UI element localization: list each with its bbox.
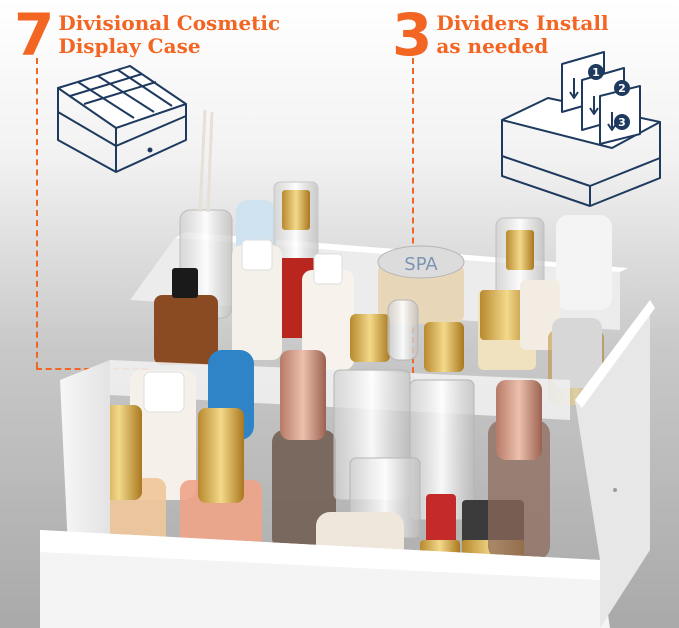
spa-jar-label: SPA <box>404 254 438 275</box>
feature-callout-divisional: 7 Divisional Cosmetic Display Case <box>14 6 280 64</box>
leader-line <box>412 58 414 403</box>
leader-line <box>36 58 38 368</box>
feature-text: Dividers Install as needed <box>436 12 608 58</box>
feature-line-2: as needed <box>436 34 549 58</box>
feature-line-2: Display Case <box>58 34 201 58</box>
feature-number: 7 <box>14 1 55 69</box>
feature-callout-dividers: 3 Dividers Install as needed <box>392 6 609 64</box>
step-number: 3 <box>618 116 626 129</box>
feature-line-1: Dividers Install <box>436 11 609 35</box>
step-number: 2 <box>618 82 626 95</box>
feature-text: Divisional Cosmetic Display Case <box>58 12 280 58</box>
feature-number: 3 <box>392 1 433 69</box>
feature-line-1: Divisional Cosmetic <box>58 11 281 35</box>
step-number: 1 <box>592 66 600 79</box>
